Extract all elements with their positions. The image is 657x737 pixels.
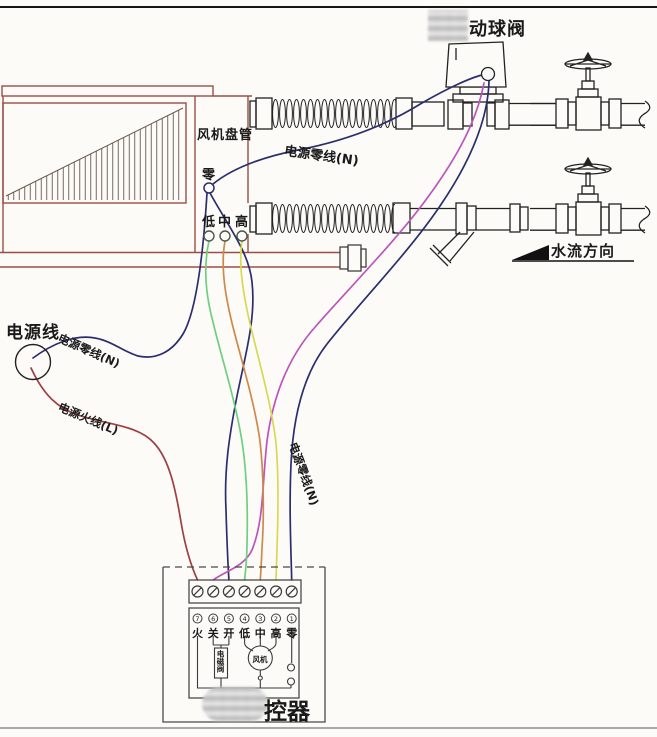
coil-fins (5, 107, 184, 200)
power-cord-circle (14, 343, 52, 381)
terminal-name-high: 高 (270, 627, 282, 640)
bottom-border-line (0, 727, 657, 729)
controller-internal-wiring (196, 636, 296, 689)
lower-pipe-run (249, 202, 529, 267)
drain-pipe (0, 251, 340, 268)
terminal-strip (188, 579, 302, 604)
wire-neutral-power (32, 192, 208, 359)
terminal-numbers (192, 613, 297, 624)
terminal-high-circle (236, 230, 248, 242)
terminal-mid-label: 中 (218, 215, 232, 230)
water-flow-arrow (512, 245, 634, 262)
terminal-name-zero: 零 (286, 627, 298, 640)
motor-valve-label: 动球阀 (469, 19, 526, 40)
terminal-high-label: 高 (235, 215, 249, 230)
terminal-number: 3 (258, 615, 262, 623)
terminal-name-low: 低 (239, 627, 251, 640)
terminal-mid-circle (219, 230, 231, 242)
terminal-name-live: 火 (192, 627, 203, 640)
terminal-number: 2 (274, 615, 278, 623)
solenoid-valve-label: 电磁阀 (216, 650, 225, 673)
terminal-number: 6 (211, 615, 215, 623)
terminal-low-circle (203, 230, 215, 242)
drain-pipe-fitting (339, 244, 367, 272)
wire-neutral-zero-to-controller (209, 192, 254, 581)
shutoff-valve-upper (529, 52, 651, 131)
contact-switch-upper (286, 663, 296, 672)
power-cord-label: 电源线 (6, 323, 60, 343)
fan-coil-unit (0, 85, 340, 268)
flex-hose-lower (272, 203, 395, 234)
y-strainer (429, 202, 477, 267)
wire-live (30, 367, 199, 581)
terminal-number: 1 (290, 615, 294, 623)
upper-pipe-run (249, 41, 556, 130)
thermostat-label: 控器 (264, 699, 310, 725)
terminal-screws (191, 585, 298, 598)
terminal-low-label: 低 (202, 215, 216, 230)
wire-neutral-to-valve (212, 74, 483, 185)
valve-wire-port (480, 66, 496, 82)
terminal-zero-circle (203, 182, 215, 194)
unit-top-cap (1, 85, 214, 97)
flex-hose-upper (272, 98, 396, 129)
wire-fan-mid (222, 240, 265, 581)
terminal-name-open: 开 (223, 627, 235, 640)
top-border-line (0, 6, 657, 8)
contact-switch-lower (286, 677, 296, 686)
terminal-number: 7 (195, 615, 199, 623)
motorized-valve-actuator (445, 41, 507, 88)
shutoff-valve-lower (529, 157, 651, 236)
wire-fan-high (239, 240, 279, 581)
fan-motor-label: 风机 (252, 654, 268, 664)
terminal-name-mid: 中 (254, 627, 266, 640)
water-flow-label: 水流方向 (551, 242, 616, 260)
wire-fan-low (204, 240, 249, 581)
wire-valve-control (212, 82, 485, 581)
wire-valve-neutral-down (289, 80, 490, 581)
watermark-blur-top (428, 10, 468, 41)
terminal-zero-label: 零 (202, 168, 216, 183)
terminal-name-close: 关 (207, 627, 219, 640)
terminal-number: 5 (227, 615, 231, 623)
terminal-number: 4 (243, 615, 247, 623)
fan-coil-label: 风机盘管 (197, 128, 254, 143)
solenoid-valve-box (213, 647, 229, 679)
watermark-blur-bottom (202, 687, 268, 721)
